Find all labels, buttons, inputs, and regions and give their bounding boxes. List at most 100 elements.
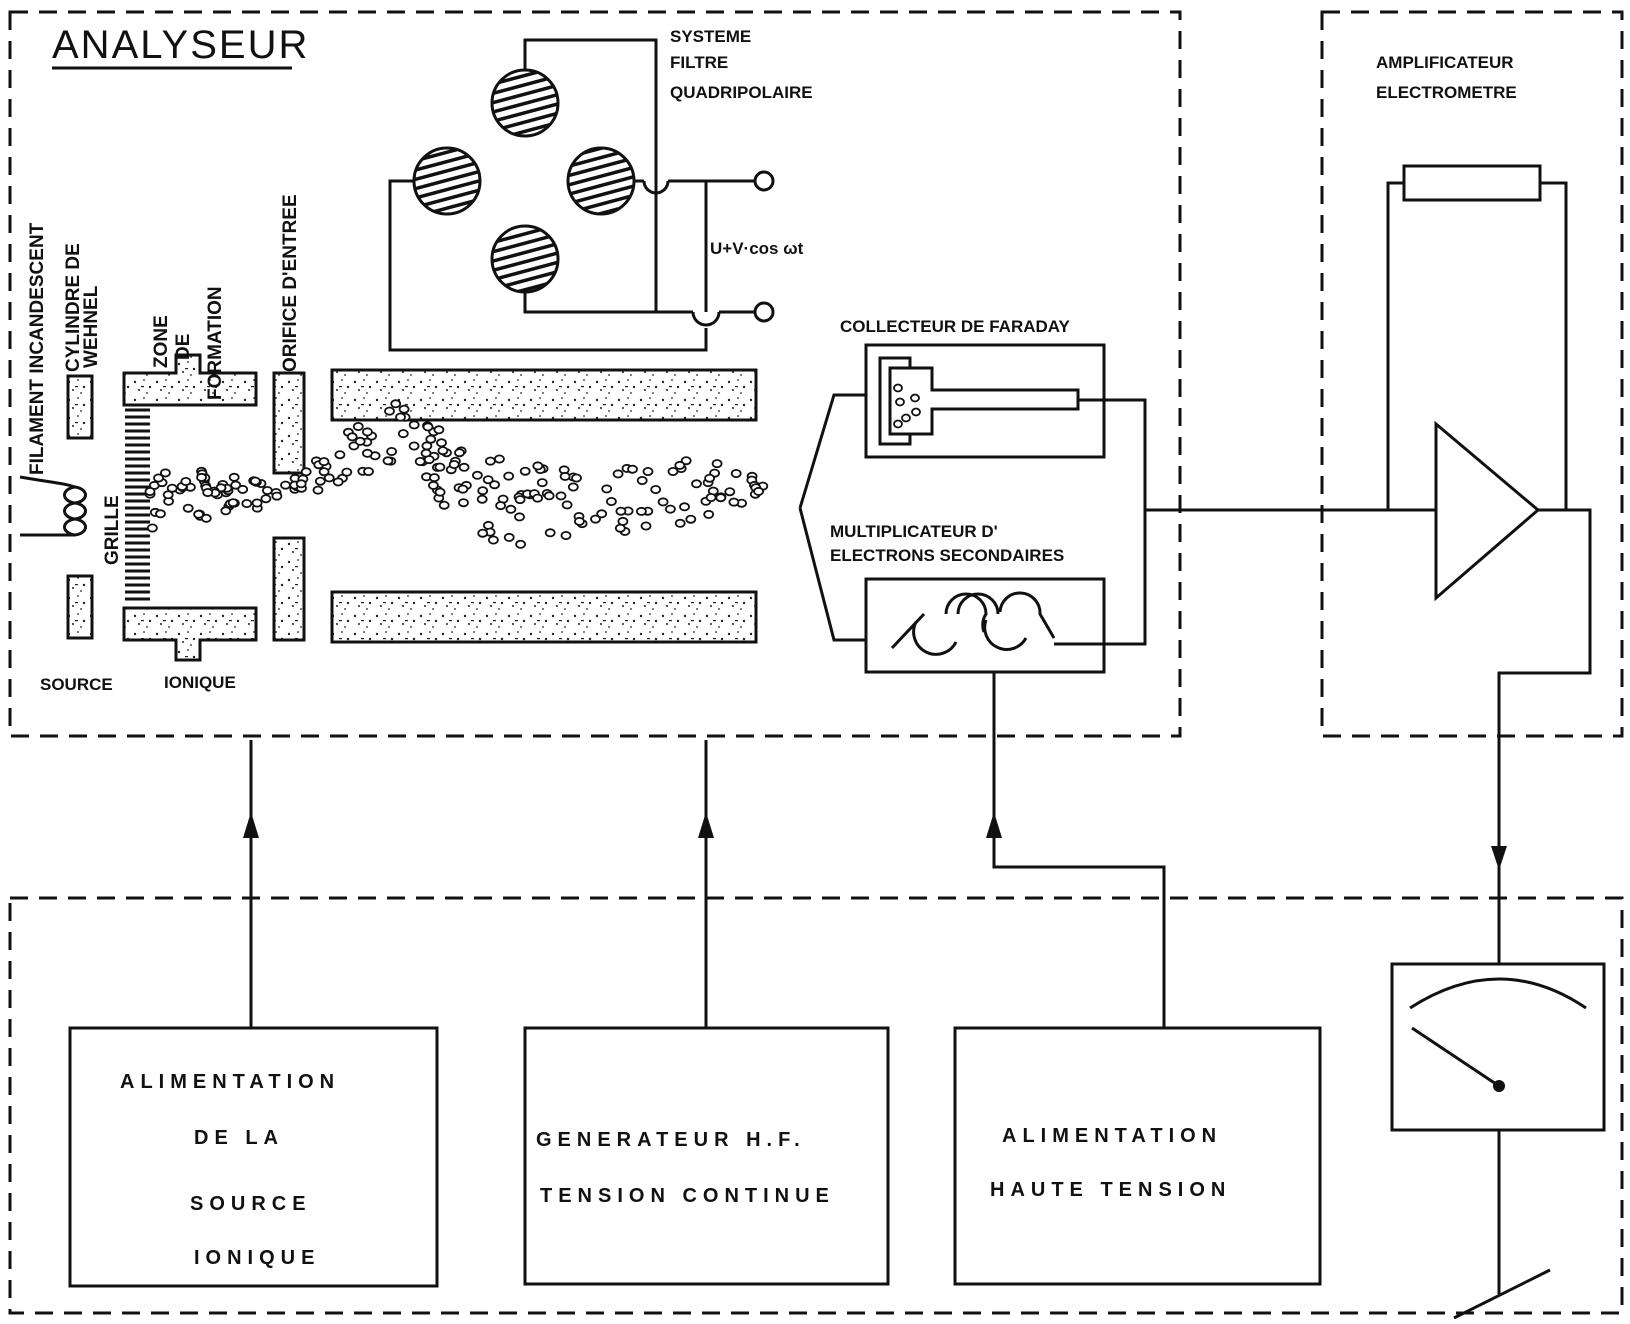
ion-particle	[202, 487, 214, 497]
ion-particle	[361, 427, 373, 437]
ion-particle	[704, 473, 715, 483]
ion-particle	[457, 484, 469, 494]
label-multiplicateur-2: ELECTRONS SECONDAIRES	[830, 546, 1064, 565]
ion-particle	[261, 485, 273, 495]
ion-particle	[414, 456, 426, 466]
ion-particle	[612, 469, 624, 479]
ion-particle	[636, 475, 648, 485]
ion-particle	[503, 532, 515, 542]
label-grille: GRILLE	[102, 495, 123, 565]
dynodes	[890, 591, 1056, 656]
ion-particle	[505, 504, 517, 514]
ion-particle	[493, 454, 505, 464]
ion-particle	[312, 485, 324, 495]
quadrupole-rod-lower	[330, 590, 758, 644]
ion-particle	[536, 478, 548, 488]
label-de: DE	[173, 334, 194, 360]
ion-particle	[438, 500, 450, 510]
ion-particle	[196, 472, 207, 482]
voltage-terminal-top	[753, 170, 775, 192]
ion-particle	[515, 539, 526, 549]
ion-particle	[532, 461, 544, 471]
ion-particle	[182, 503, 194, 513]
ion-particle	[220, 506, 232, 516]
ion-particle	[153, 473, 164, 483]
ion-particle	[363, 466, 374, 476]
ion-particle	[560, 531, 572, 541]
ion-particle	[679, 502, 690, 512]
grille	[125, 408, 150, 601]
ion-particle	[271, 491, 283, 501]
quadrupole-rod-top	[490, 68, 560, 138]
ion-particle	[318, 467, 330, 477]
ion-beam	[144, 399, 769, 549]
alim-source-block	[68, 1026, 439, 1288]
ion-particle	[728, 497, 740, 507]
ion-particle	[437, 446, 449, 456]
ion-particle	[471, 470, 483, 480]
ion-particle	[601, 484, 613, 494]
ion-particle	[200, 513, 212, 523]
ion-particle	[280, 480, 291, 490]
ion-particle	[667, 466, 679, 476]
ion-particle	[543, 491, 555, 501]
ion-particle	[477, 486, 489, 496]
ion-particle	[382, 456, 394, 466]
ion-particle	[448, 459, 460, 469]
ion-particle	[237, 484, 249, 494]
ion-particle	[559, 471, 571, 481]
voltage-terminal-bottom	[753, 301, 775, 323]
ion-particle	[476, 494, 488, 504]
label-zone: ZONE	[151, 315, 172, 368]
ion-particle	[477, 528, 489, 538]
ion-particle	[544, 528, 556, 538]
ion-particle	[228, 472, 240, 482]
wehnelt-cylinder-bottom	[66, 574, 94, 640]
ion-particle	[241, 498, 253, 508]
ion-particle	[730, 468, 742, 478]
ion-particle	[144, 486, 156, 496]
label-systeme: SYSTEME	[670, 27, 751, 46]
analyseur-enclosure	[8, 10, 1182, 738]
label-ionique: IONIQUE	[164, 673, 236, 692]
ion-particle	[487, 535, 499, 545]
ion-particle	[691, 479, 702, 489]
ion-particle	[519, 466, 531, 476]
ion-particle	[642, 466, 654, 476]
ion-particle	[332, 477, 344, 487]
ion-particle	[146, 523, 158, 533]
alim-source-line-1: ALIMENTATION	[120, 1071, 340, 1093]
label-voltage: U+V·cos ωt	[710, 239, 804, 258]
alim-source-line-2: DE LA	[194, 1127, 284, 1149]
haute-tension-line-2: HAUTE TENSION	[990, 1179, 1231, 1201]
entrance-orifice-top	[272, 371, 306, 475]
ion-particle	[398, 404, 410, 414]
ion-particle	[711, 459, 723, 469]
ion-particle	[427, 480, 439, 490]
ion-particle	[159, 468, 171, 478]
label-wehnel: WEHNEL	[81, 285, 102, 368]
ion-particle	[260, 494, 272, 504]
ion-particle	[390, 399, 402, 409]
ion-particle	[590, 514, 601, 524]
ion-particle	[514, 495, 526, 505]
ion-particle	[422, 422, 434, 432]
ion-particle	[489, 480, 501, 490]
ground-icon	[1453, 1130, 1551, 1320]
ion-particle	[314, 476, 326, 486]
ion-particle	[249, 476, 261, 486]
page-title: ANALYSEUR	[52, 23, 309, 67]
amplifier-triangle	[1434, 420, 1541, 602]
ion-particle	[251, 498, 263, 508]
ion-particle	[571, 473, 582, 483]
ion-particle	[532, 493, 543, 503]
ion-particle	[574, 516, 585, 526]
label-quadripolaire: QUADRIPOLAIRE	[670, 83, 813, 102]
ion-particle	[458, 498, 469, 508]
ion-particle	[650, 484, 662, 494]
amplificateur-enclosure	[1320, 10, 1624, 738]
label-source: SOURCE	[40, 675, 113, 694]
quadrupole-rod-left	[412, 146, 482, 216]
alim-source-line-3: SOURCE	[190, 1193, 312, 1215]
ion-particle	[614, 523, 626, 533]
